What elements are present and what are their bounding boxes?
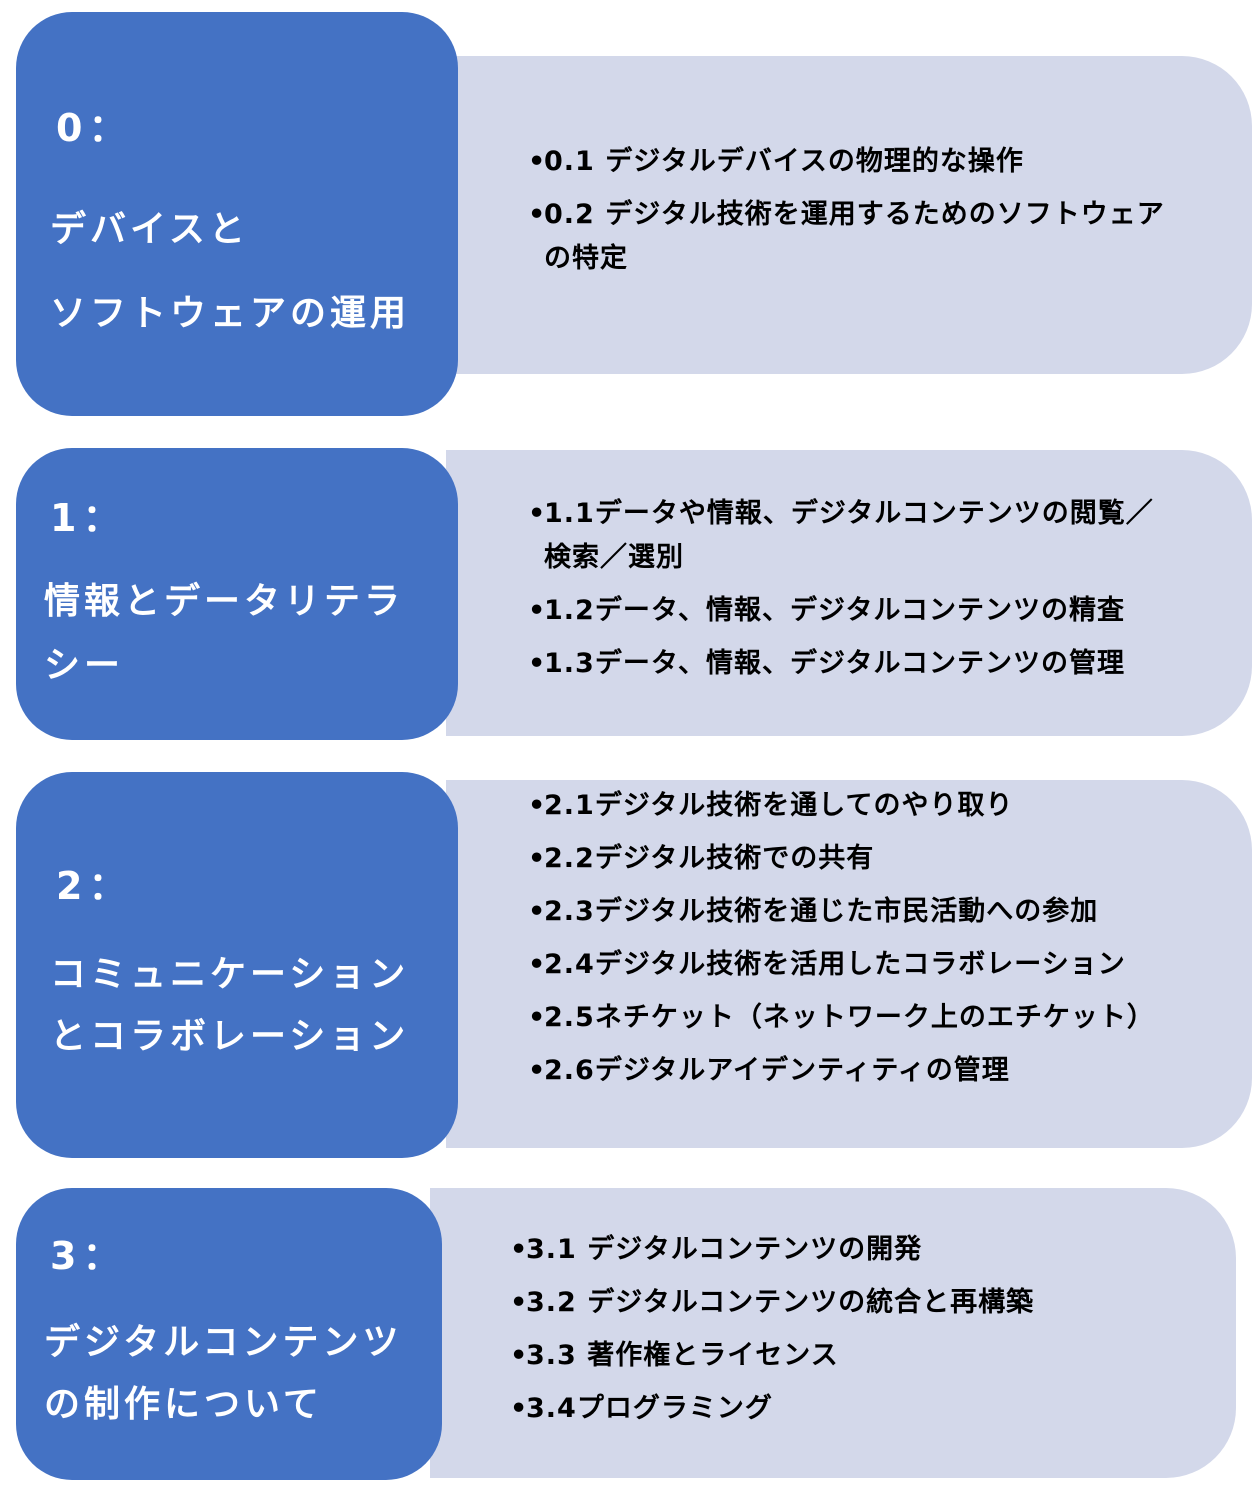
section-number: 2： bbox=[56, 864, 133, 908]
item-list-3: •3.1 デジタルコンテンツの開発 •3.2 デジタルコンテンツの統合と再構築 … bbox=[510, 1228, 1152, 1440]
bullet-icon: • bbox=[528, 843, 547, 874]
header-box-2: 2： コミュニケーションとコラボレーション bbox=[16, 772, 458, 1158]
item-list-1: •1.1データや情報、デジタルコンテンツの閲覧／検索／選別 •1.2データ、情報… bbox=[528, 492, 1170, 695]
list-item: •1.3データ、情報、デジタルコンテンツの管理 bbox=[528, 642, 1170, 686]
item-text: 2.6デジタルアイデンティティの管理 bbox=[544, 1055, 1010, 1086]
item-text: 3.4プログラミング bbox=[526, 1393, 773, 1424]
item-text: 1.2データ、情報、デジタルコンテンツの精査 bbox=[544, 595, 1125, 626]
list-item: •0.1 デジタルデバイスの物理的な操作 bbox=[528, 140, 1170, 184]
list-item: •3.1 デジタルコンテンツの開発 bbox=[510, 1228, 1152, 1272]
list-item: •2.6デジタルアイデンティティの管理 bbox=[528, 1049, 1170, 1093]
list-item: •3.4プログラミング bbox=[510, 1387, 1152, 1431]
item-text: 2.4デジタル技術を活用したコラボレーション bbox=[544, 949, 1126, 980]
item-text: 1.1データや情報、デジタルコンテンツの閲覧／検索／選別 bbox=[544, 498, 1154, 573]
list-item: •0.2 デジタル技術を運用するためのソフトウェアの特定 bbox=[528, 193, 1170, 281]
bullet-icon: • bbox=[528, 790, 547, 821]
header-box-1: 1： 情報とデータリテラシー bbox=[16, 448, 458, 740]
detail-panel-1: •1.1データや情報、デジタルコンテンツの閲覧／検索／選別 •1.2データ、情報… bbox=[446, 450, 1252, 736]
bullet-icon: • bbox=[510, 1287, 529, 1318]
section-number: 3： bbox=[50, 1234, 127, 1278]
item-text: 1.3データ、情報、デジタルコンテンツの管理 bbox=[544, 648, 1125, 679]
item-list-2: •2.1デジタル技術を通してのやり取り •2.2デジタル技術での共有 •2.3デ… bbox=[528, 784, 1170, 1102]
list-item: •1.1データや情報、デジタルコンテンツの閲覧／検索／選別 bbox=[528, 492, 1170, 580]
item-text: 2.5ネチケット（ネットワーク上のエチケット） bbox=[544, 1002, 1155, 1033]
item-list-0: •0.1 デジタルデバイスの物理的な操作 •0.2 デジタル技術を運用するための… bbox=[528, 140, 1170, 290]
bullet-icon: • bbox=[528, 949, 547, 980]
section-title: デジタルコンテンツの制作について bbox=[44, 1322, 403, 1425]
bullet-icon: • bbox=[528, 648, 547, 679]
item-text: 0.1 デジタルデバイスの物理的な操作 bbox=[544, 146, 1024, 177]
header-box-3: 3： デジタルコンテンツの制作について bbox=[16, 1188, 442, 1480]
item-text: 3.1 デジタルコンテンツの開発 bbox=[526, 1234, 923, 1265]
bullet-icon: • bbox=[528, 1002, 547, 1033]
section-title: 情報とデータリテラシー bbox=[44, 581, 405, 686]
list-item: •3.2 デジタルコンテンツの統合と再構築 bbox=[510, 1281, 1152, 1325]
list-item: •2.2デジタル技術での共有 bbox=[528, 837, 1170, 881]
item-text: 0.2 デジタル技術を運用するためのソフトウェアの特定 bbox=[544, 199, 1165, 274]
section-title: デバイスと ソフトウェアの運用 bbox=[50, 209, 411, 334]
section-number: 0： bbox=[56, 106, 133, 150]
bullet-icon: • bbox=[528, 146, 547, 177]
item-text: 2.3デジタル技術を通じた市民活動への参加 bbox=[544, 896, 1099, 927]
item-text: 3.3 著作権とライセンス bbox=[526, 1340, 839, 1371]
detail-panel-0: •0.1 デジタルデバイスの物理的な操作 •0.2 デジタル技術を運用するための… bbox=[446, 56, 1252, 374]
list-item: •1.2データ、情報、デジタルコンテンツの精査 bbox=[528, 589, 1170, 633]
header-box-0: 0： デバイスと ソフトウェアの運用 bbox=[16, 12, 458, 416]
bullet-icon: • bbox=[510, 1340, 529, 1371]
bullet-icon: • bbox=[528, 595, 547, 626]
list-item: •2.1デジタル技術を通してのやり取り bbox=[528, 784, 1170, 828]
list-item: •2.3デジタル技術を通じた市民活動への参加 bbox=[528, 890, 1170, 934]
detail-panel-2: •2.1デジタル技術を通してのやり取り •2.2デジタル技術での共有 •2.3デ… bbox=[446, 780, 1252, 1148]
section-title: コミュニケーションとコラボレーション bbox=[50, 954, 410, 1057]
bullet-icon: • bbox=[528, 498, 547, 529]
bullet-icon: • bbox=[528, 1055, 547, 1086]
item-text: 2.2デジタル技術での共有 bbox=[544, 843, 875, 874]
list-item: •3.3 著作権とライセンス bbox=[510, 1334, 1152, 1378]
bullet-icon: • bbox=[510, 1234, 529, 1265]
bullet-icon: • bbox=[528, 896, 547, 927]
bullet-icon: • bbox=[528, 199, 547, 230]
list-item: •2.4デジタル技術を活用したコラボレーション bbox=[528, 943, 1170, 987]
detail-panel-3: •3.1 デジタルコンテンツの開発 •3.2 デジタルコンテンツの統合と再構築 … bbox=[430, 1188, 1236, 1478]
item-text: 2.1デジタル技術を通してのやり取り bbox=[544, 790, 1014, 821]
section-number: 1： bbox=[50, 496, 127, 540]
item-text: 3.2 デジタルコンテンツの統合と再構築 bbox=[526, 1287, 1035, 1318]
bullet-icon: • bbox=[510, 1393, 529, 1424]
list-item: •2.5ネチケット（ネットワーク上のエチケット） bbox=[528, 996, 1170, 1040]
